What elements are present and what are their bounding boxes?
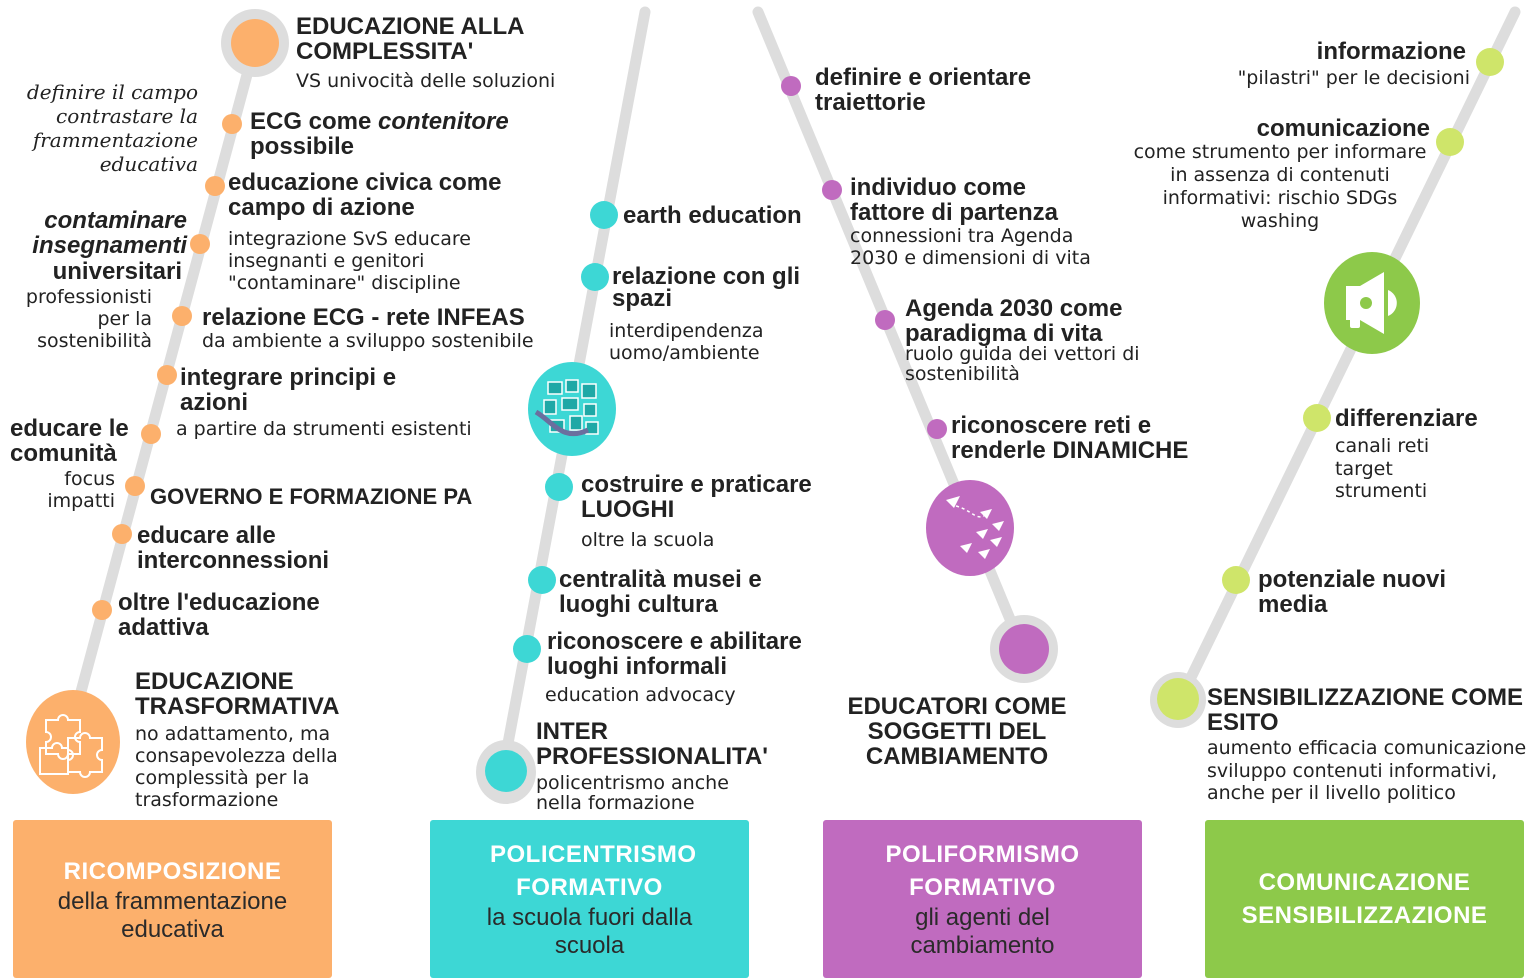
col4-sensibilizzazione-sub: aumento efficacia comunicazione sviluppo… [1207, 737, 1527, 804]
col1-contaminare: contaminare insegnamenti [32, 207, 187, 259]
col4-differenziare-sub: canali reti target strumenti [1335, 435, 1430, 502]
col2-inter: INTER PROFESSIONALITA' [536, 718, 768, 770]
milestone-dot [1476, 48, 1504, 76]
milestone-dot [92, 600, 112, 620]
card-title: POLICENTRISMO FORMATIVO [490, 841, 697, 901]
col1-focus: focus impatti [47, 468, 115, 512]
col4-comunicazione: comunicazione [1256, 115, 1430, 142]
col1-top-subtitle: VS univocità delle soluzioni [296, 70, 556, 92]
card-ricomposizione: RICOMPOSIZIONE della frammentazione educ… [13, 820, 332, 978]
col2-earth: earth education [623, 202, 802, 229]
col1-ecg-a: ECG come [250, 108, 379, 135]
col1-integrare-sub: a partire da strumenti esistenti [176, 418, 472, 440]
milestone-dot [822, 180, 842, 200]
milestone-dot [190, 234, 210, 254]
col1-relazione-sub: da ambiente a sviluppo sostenibile [202, 330, 534, 352]
col4-differenziare: differenziare [1335, 405, 1478, 432]
milestone-dot [172, 306, 192, 326]
milestone-dot [590, 201, 618, 229]
milestone-dot [205, 176, 225, 196]
col3-traiettorie: definire e orientare traiettorie [815, 64, 1032, 116]
paper-planes-icon [946, 496, 1004, 559]
milestone-dot [222, 114, 242, 134]
card-subtitle: gli agenti del cambiamento [910, 904, 1055, 959]
col1-comunita: educare le comunità [10, 415, 129, 467]
card-poliformismo: POLIFORMISMO FORMATIVO gli agenti del ca… [823, 820, 1142, 978]
milestone-dot [927, 419, 947, 439]
col3-reti: riconoscere reti e renderle DINAMICHE [951, 412, 1189, 464]
col3-individuo: individuo come fattore di partenza [850, 174, 1059, 226]
col1-bottom-subtitle: no adattamento, ma consapevolezza della … [135, 723, 338, 811]
col4-comunicazione-sub: come strumento per informare in assenza … [1133, 141, 1427, 232]
milestone-dot [231, 19, 279, 67]
col1-bottom-title: EDUCAZIONE TRASFORMATIVA [135, 669, 355, 719]
col1-governo: GOVERNO E FORMAZIONE PA [150, 484, 473, 509]
col1-bottom-title-text: EDUCAZIONE TRASFORMATIVA [135, 668, 340, 720]
col4-informazione-sub: "pilastri" per le decisioni [1237, 67, 1470, 89]
col2-spazi-sub: interdipendenza uomo/ambiente [609, 320, 764, 364]
col1-ecg-c: possibile [250, 133, 355, 160]
col2-spazi: relazione con gli spazi [612, 263, 801, 312]
col1-universitari: universitari [52, 258, 182, 285]
col1-relazione: relazione ECG - rete INFEAS [202, 304, 525, 331]
card-title: POLIFORMISMO FORMATIVO [885, 841, 1080, 901]
card-subtitle: la scuola fuori dalla scuola [486, 904, 693, 959]
col2-informali-sub: education advocacy [545, 684, 736, 706]
col1-integrare: integrare principi e azioni [180, 364, 397, 416]
col2-luoghi: costruire e praticare LUOGHI [581, 471, 812, 523]
milestone-dot [485, 750, 527, 792]
col4-nuovi-media: potenziale nuovi media [1258, 566, 1447, 618]
card-title: RICOMPOSIZIONE [63, 857, 282, 885]
card-comunicazione: COMUNICAZIONE SENSIBILIZZAZIONE [1205, 820, 1524, 978]
puzzle-icon [39, 714, 103, 778]
milestone-dot [1436, 128, 1464, 156]
card-title: COMUNICAZIONE SENSIBILIZZAZIONE [1241, 869, 1488, 929]
milestone-dot [528, 566, 556, 594]
milestone-dot [1157, 678, 1199, 720]
col1-professionisti: professionisti per la sostenibilità [25, 286, 152, 352]
milestone-dot [112, 524, 132, 544]
milestone-dot [1222, 566, 1250, 594]
col3-agenda: Agenda 2030 come paradigma di vita [905, 295, 1123, 347]
puzzle-badge [26, 690, 120, 794]
city-map-icon [534, 379, 599, 437]
col2-informali: riconoscere e abilitare luoghi informali [547, 628, 802, 680]
card-subtitle: della frammentazione educativa [57, 887, 288, 943]
col3-individuo-sub: connessioni tra Agenda 2030 e dimensioni… [850, 225, 1091, 269]
milestone-dot [545, 473, 573, 501]
col1-ecg: ECG come contenitore possibile [250, 109, 509, 159]
col1-side-note: definire il campo contrastare la frammen… [26, 80, 198, 176]
milestone-dot [999, 624, 1049, 674]
col1-ecg-b: contenitore [378, 108, 509, 135]
col1-civica-sub: integrazione SvS educare insegnanti e ge… [228, 228, 471, 294]
milestone-dot [581, 263, 609, 291]
col4-informazione: informazione [1316, 38, 1466, 65]
milestone-dot [157, 365, 177, 385]
milestone-dot [781, 76, 801, 96]
megaphone-icon [1346, 272, 1397, 334]
milestone-dot [513, 635, 541, 663]
col3-educatori: EDUCATORI COME SOGGETTI DEL CAMBIAMENTO [847, 693, 1067, 770]
milestone-dot [875, 310, 895, 330]
col2-musei: centralità musei e luoghi cultura [559, 566, 762, 618]
col3-agenda-sub: ruolo guida dei vettori di sostenibilità [905, 343, 1140, 385]
col1-interconnessioni: educare alle interconnessioni [137, 522, 330, 574]
col4-sensibilizzazione: SENSIBILIZZAZIONE COME ESITO [1207, 684, 1524, 736]
milestone-dot [125, 476, 145, 496]
col1-civica: educazione civica come campo di azione [228, 169, 502, 221]
col2-inter-sub: policentrismo anche nella formazione [536, 772, 729, 814]
milestone-dot [1303, 404, 1331, 432]
col2-luoghi-sub: oltre la scuola [581, 529, 715, 551]
milestone-dot [141, 424, 161, 444]
card-policentrismo: POLICENTRISMO FORMATIVO la scuola fuori … [430, 820, 749, 978]
col1-top-title: EDUCAZIONE ALLA COMPLESSITA' [296, 13, 524, 65]
col1-oltre: oltre l'educazione adattiva [118, 589, 320, 641]
